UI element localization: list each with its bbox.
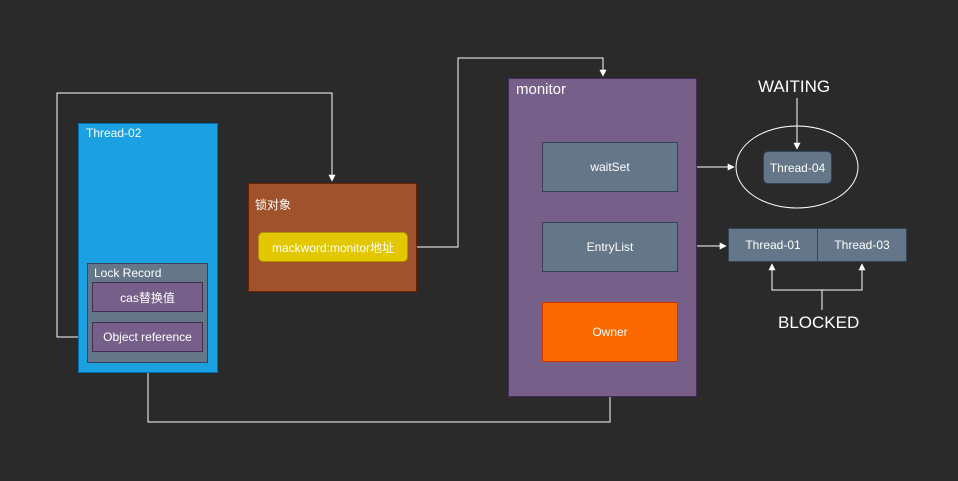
owner-label: Owner (592, 325, 628, 339)
thread03-box: Thread-03 (817, 228, 907, 262)
waiting-label: WAITING (758, 77, 831, 96)
blocked-label: BLOCKED (778, 313, 860, 332)
thread01-label: Thread-01 (745, 238, 801, 252)
object-reference-label: Object reference (103, 330, 192, 344)
waitset-box: waitSet (542, 142, 678, 192)
entrylist-box: EntryList (542, 222, 678, 272)
owner-box: Owner (542, 302, 678, 362)
lock-record-title: Lock Record (94, 266, 162, 280)
blocked-to-thread03-arrow (822, 263, 866, 291)
markword-label: mackword:monitor地址 (271, 240, 395, 255)
thread04-box: Thread-04 (763, 151, 832, 184)
markword-to-monitor-arrow (408, 57, 607, 248)
objref-to-lockobj-arrow (56, 92, 336, 338)
lock-object-title: 锁对象 (255, 198, 292, 212)
thread04-label: Thread-04 (769, 160, 826, 175)
waitset-label: waitSet (590, 160, 630, 174)
thread01-box: Thread-01 (728, 228, 818, 262)
markword-box: mackword:monitor地址 (258, 232, 408, 262)
entrylist-label: EntryList (586, 240, 634, 254)
thread03-label: Thread-03 (834, 238, 890, 252)
monitor-title: monitor (516, 81, 567, 98)
cas-replace-value-box: cas替换值 (92, 282, 203, 312)
object-reference-box: Object reference (92, 322, 203, 352)
thread02-title: Thread-02 (86, 126, 142, 140)
cas-replace-value-label: cas替换值 (120, 290, 175, 305)
blocked-to-thread01-arrow (768, 263, 823, 310)
